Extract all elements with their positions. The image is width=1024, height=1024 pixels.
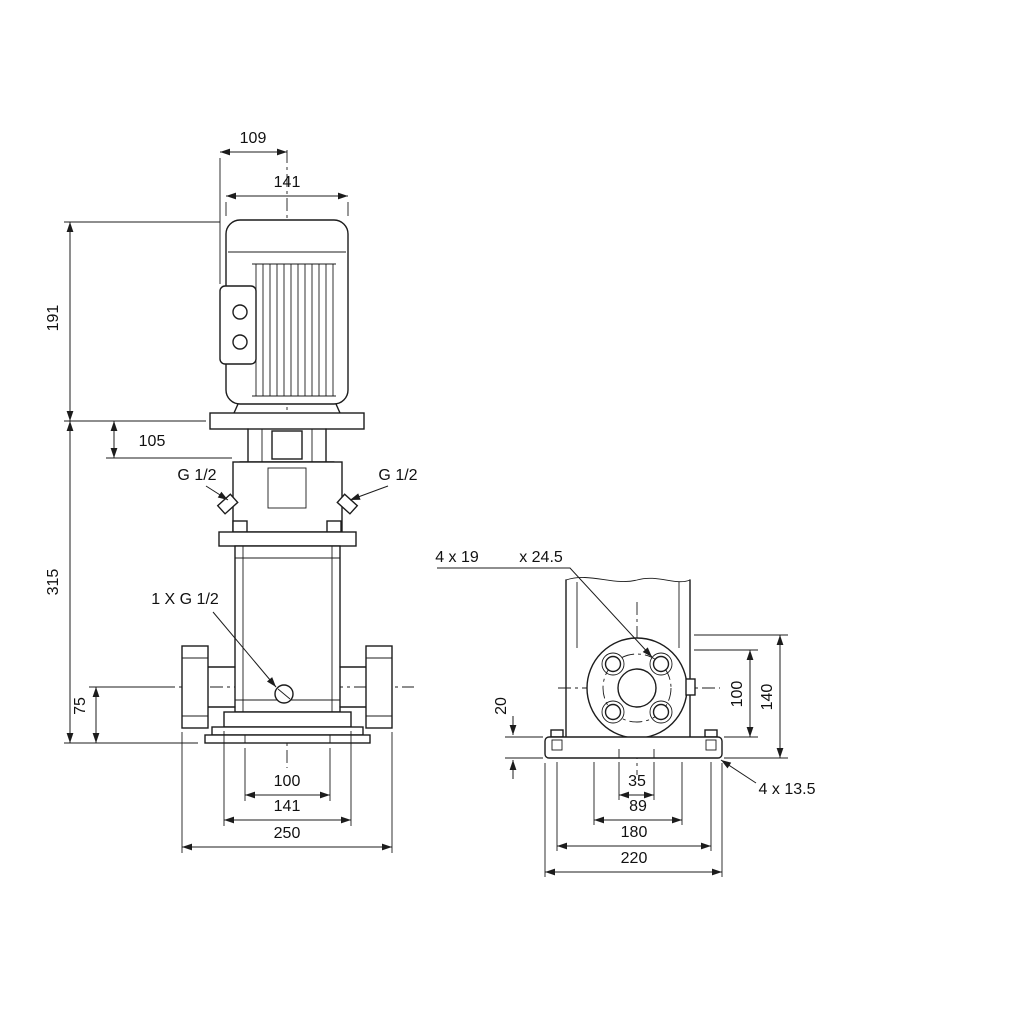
dim-141-flange-label: 141 [274, 798, 301, 815]
flange-holes-label: 4 x 19 [435, 549, 479, 566]
dim-191: 191 [45, 221, 220, 422]
base-lower [204, 734, 371, 744]
stool-flange [209, 412, 365, 430]
pump-head-body [232, 461, 343, 533]
break-line [565, 577, 691, 583]
sleeve [234, 545, 341, 713]
dim-250-label: 250 [274, 825, 301, 842]
dim-220: 220 [544, 763, 723, 877]
dim-89: 89 [593, 762, 683, 825]
base-plate-side [544, 729, 723, 759]
bolt-holes [601, 652, 673, 724]
dim-100-front-label: 100 [274, 773, 301, 790]
dim-35: 35 [618, 762, 655, 800]
dim-191-label: 191 [45, 305, 62, 332]
dim-180: 180 [556, 762, 712, 851]
bolt-boss-left [550, 729, 564, 738]
plug-label-right: G 1/2 [349, 467, 418, 501]
base-hole-right [705, 739, 717, 751]
port-right [339, 645, 393, 729]
plug-right-label: G 1/2 [378, 467, 417, 484]
cable-entry-top [232, 304, 248, 320]
stack-top-plate [218, 531, 357, 547]
dim-140: 140 [694, 634, 788, 759]
dim-105-label: 105 [139, 433, 166, 450]
flange-bore [617, 668, 657, 708]
dim-250: 250 [181, 732, 393, 853]
dim-100-front: 100 [244, 748, 331, 801]
dim-109-label: 109 [240, 130, 267, 147]
dim-100-side-label: 100 [729, 681, 746, 708]
base-upper [211, 726, 364, 736]
dim-89-label: 89 [629, 798, 647, 815]
dim-141-motor-label: 141 [274, 174, 301, 191]
chamber-stack [218, 520, 357, 713]
dim-35-label: 35 [628, 773, 646, 790]
pump-column [565, 577, 691, 738]
bottom-plate [223, 711, 352, 728]
side-view: 4 x 19 x 24.5 20 100 140 4 x [435, 549, 816, 877]
front-view: 109 141 191 105 G 1/2 G 1/2 [45, 130, 418, 853]
staybolt-nut-left [232, 520, 248, 533]
flange-right [365, 645, 393, 729]
dim-220-label: 220 [621, 850, 648, 867]
dim-75-label: 75 [72, 697, 89, 715]
dim-315: 315 [45, 421, 198, 744]
cable-entry-bottom [232, 334, 248, 350]
dim-75: 75 [72, 686, 162, 743]
flange-holes-callout: 4 x 19 x 24.5 [435, 549, 653, 658]
bolt-boss-right [704, 729, 718, 738]
pump-base [204, 711, 371, 744]
dim-141-motor: 141 [225, 174, 349, 216]
dim-100-side: 100 [694, 649, 758, 738]
dim-20: 20 [493, 697, 543, 779]
base-hole-left [551, 739, 563, 751]
dim-315-label: 315 [45, 569, 62, 596]
dim-141-flange: 141 [223, 731, 352, 826]
terminal-box [219, 285, 257, 365]
coupling [271, 430, 303, 460]
dim-140-label: 140 [759, 684, 776, 711]
staybolt-nut-right [326, 520, 342, 533]
port-flange-face [586, 637, 696, 739]
seal-chamber [267, 467, 307, 509]
bolt-circle [602, 653, 672, 723]
base-plate [544, 736, 723, 759]
motor-stool [209, 403, 365, 463]
drain-label: 1 X G 1/2 [151, 591, 219, 608]
gauge-tap [685, 678, 696, 696]
port-left [181, 645, 236, 729]
dim-20-label: 20 [493, 697, 510, 715]
dim-105: 105 [106, 421, 232, 459]
base-holes-label: 4 x 13.5 [759, 781, 816, 798]
motor-fins [255, 264, 334, 396]
dim-109: 109 [219, 130, 287, 284]
motor [219, 219, 349, 405]
counterbore-label: x 24.5 [519, 549, 563, 566]
drain-label-group: 1 X G 1/2 [151, 591, 277, 688]
flange-left [181, 645, 209, 729]
dim-180-label: 180 [621, 824, 648, 841]
plug-left-label: G 1/2 [177, 467, 216, 484]
plug-label-left: G 1/2 [177, 467, 229, 501]
base-holes-callout: 4 x 13.5 [720, 759, 816, 798]
